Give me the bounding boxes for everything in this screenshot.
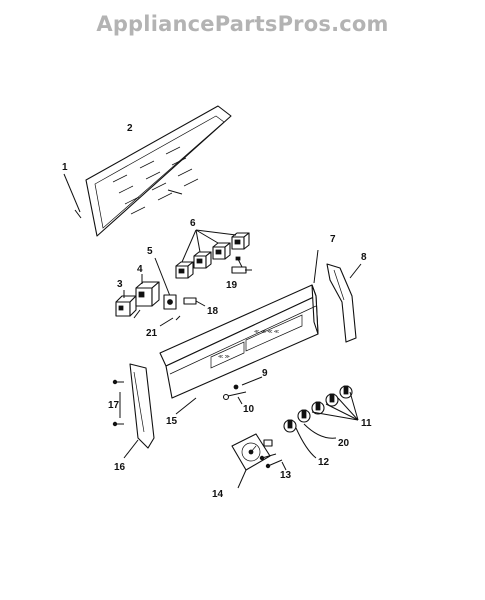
callout-12: 12 — [318, 457, 330, 468]
callout-10: 10 — [243, 404, 255, 415]
callout-11: 11 — [361, 418, 372, 429]
callout-21: 21 — [146, 328, 158, 339]
callout-17: 17 — [108, 400, 120, 411]
part-glass-panel — [85, 105, 232, 237]
callout-7: 7 — [330, 234, 336, 245]
callout-3: 3 — [117, 279, 123, 290]
part-16-end-cap — [123, 363, 155, 459]
callout-16: 16 — [114, 462, 126, 473]
callout-14: 14 — [212, 489, 224, 500]
callout-9: 9 — [262, 368, 268, 379]
part-8-side-trim — [326, 263, 362, 343]
callout-18: 18 — [207, 306, 219, 317]
leader-20 — [303, 423, 337, 439]
part-9-10-hardware — [222, 376, 263, 405]
part-11-knobs — [283, 385, 359, 433]
part-13-screws — [259, 453, 287, 471]
callout-13: 13 — [280, 470, 292, 481]
callout-4: 4 — [137, 264, 143, 275]
part-14-timer — [231, 433, 273, 489]
part-3-component — [115, 290, 137, 317]
callout-15: 15 — [166, 416, 178, 427]
callout-19: 19 — [226, 280, 238, 291]
part-19-bracket — [231, 256, 252, 274]
site-watermark: AppliancePartsPros.com — [96, 12, 389, 36]
leader-15 — [175, 397, 197, 415]
part-18-screw — [183, 297, 206, 307]
callout-8: 8 — [361, 252, 367, 263]
callout-20: 20 — [338, 438, 350, 449]
part-5-clip — [154, 257, 181, 327]
svg-text:≪ ≫: ≪ ≫ — [218, 354, 230, 360]
part-switch-group — [175, 229, 250, 279]
callout-2: 2 — [127, 123, 133, 134]
callout-1: 1 — [62, 162, 68, 173]
part-17-screws — [112, 379, 124, 427]
callout-6: 6 — [190, 218, 196, 229]
svg-text:≪ ≪ ≪ ≪: ≪ ≪ ≪ ≪ — [254, 329, 279, 335]
part-4-component — [133, 274, 160, 319]
callout-5: 5 — [147, 246, 153, 257]
leader-12 — [295, 427, 317, 459]
part-screw-1 — [63, 173, 183, 219]
part-control-panel: ≪ ≫ ≪ ≪ ≪ ≪ — [159, 249, 319, 399]
